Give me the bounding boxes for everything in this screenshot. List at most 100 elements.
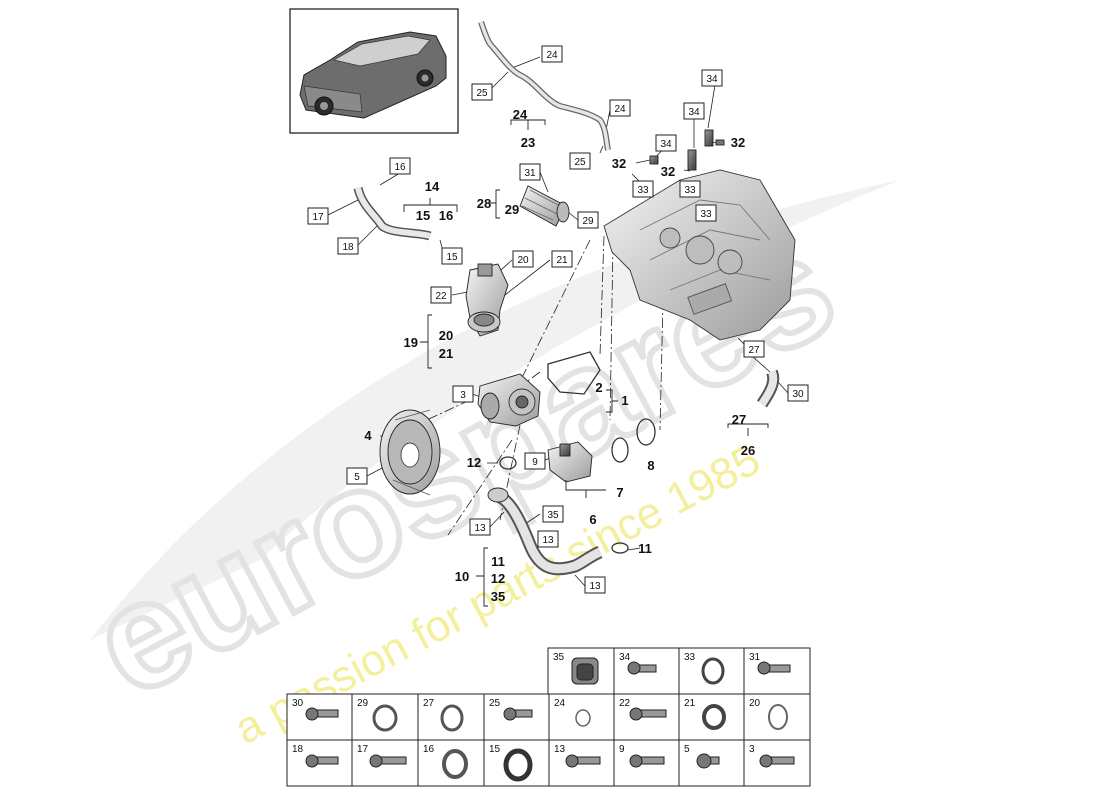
svg-text:13: 13: [589, 581, 601, 592]
table-cell-29: 29: [351, 693, 419, 741]
callout-17: 17: [307, 207, 329, 225]
bolt-icon: [305, 707, 339, 721]
bolt-icon: [759, 754, 795, 768]
callout-20: 20: [512, 250, 534, 268]
o-ring-11: [611, 542, 629, 554]
label-11: 11: [638, 541, 652, 556]
callout-9: 9: [524, 452, 546, 470]
sensor-32-34-c: [649, 155, 659, 165]
table-cell-15: 15: [483, 739, 550, 787]
svg-text:35: 35: [553, 652, 565, 663]
bolt-icon: [757, 661, 791, 675]
svg-text:20: 20: [749, 698, 761, 709]
callout-13: 13: [469, 518, 491, 536]
svg-text:25: 25: [574, 157, 586, 168]
vent-hose-top: [478, 20, 611, 151]
svg-text:3: 3: [460, 390, 466, 401]
label-11: 11: [491, 554, 505, 569]
seal-ring-icon: [442, 749, 468, 779]
thermostat-6: [547, 441, 593, 483]
svg-text:27: 27: [748, 345, 760, 356]
svg-text:9: 9: [619, 744, 625, 755]
callout-33: 33: [679, 180, 701, 198]
callout-35: 35: [542, 505, 564, 523]
parts-table: 35 34 33 31 30 29 27 25 24 22 21 20 18 1…: [286, 647, 811, 787]
label-15: 15: [416, 208, 430, 223]
svg-text:21: 21: [556, 255, 568, 266]
callout-34: 34: [683, 102, 705, 120]
table-cell-18: 18: [286, 739, 353, 787]
seal-ring-icon: [768, 704, 788, 730]
svg-text:33: 33: [684, 185, 696, 196]
callout-15: 15: [441, 247, 463, 265]
svg-text:24: 24: [614, 104, 626, 115]
svg-text:15: 15: [446, 252, 458, 263]
table-cell-35: 35: [547, 647, 615, 695]
table-cell-16: 16: [417, 739, 485, 787]
svg-text:30: 30: [292, 698, 304, 709]
bolt-icon: [696, 753, 720, 769]
bushing-icon: [571, 657, 599, 685]
table-cell-9: 9: [613, 739, 680, 787]
table-cell-3: 3: [743, 739, 811, 787]
label-8: 8: [647, 458, 654, 473]
bolt-icon: [369, 754, 407, 768]
label-16: 16: [439, 208, 453, 223]
bolt-icon: [629, 707, 667, 721]
svg-text:20: 20: [517, 255, 529, 266]
bolt-icon: [305, 754, 339, 768]
gasket-2: [547, 351, 601, 395]
callout-22: 22: [430, 286, 452, 304]
label-6: 6: [589, 512, 596, 527]
table-cell-5: 5: [678, 739, 745, 787]
svg-text:35: 35: [547, 510, 559, 521]
label-23: 23: [521, 135, 535, 150]
label-26: 26: [741, 443, 755, 458]
o-ring-icon: [575, 709, 591, 727]
label-1: 1: [621, 393, 628, 408]
table-cell-27: 27: [417, 693, 485, 741]
label-32: 32: [661, 164, 675, 179]
svg-text:33: 33: [637, 185, 649, 196]
svg-text:18: 18: [292, 744, 304, 755]
callout-24: 24: [609, 99, 631, 117]
svg-text:34: 34: [619, 652, 631, 663]
svg-text:18: 18: [342, 242, 354, 253]
callout-13: 13: [537, 530, 559, 548]
label-7: 7: [616, 485, 623, 500]
svg-text:24: 24: [554, 698, 566, 709]
pulley-4: [379, 409, 441, 496]
svg-text:22: 22: [619, 698, 631, 709]
engine-block: [603, 169, 796, 341]
svg-text:17: 17: [357, 744, 369, 755]
label-29: 29: [505, 202, 519, 217]
label-28: 28: [477, 196, 491, 211]
o-ring-7: [611, 437, 629, 463]
suv-illustration: [299, 31, 447, 119]
table-cell-20: 20: [743, 693, 811, 741]
group-labels: 24 23 32 32 32 14 15 16 28 29 19 20 21 2…: [364, 107, 755, 604]
seal-ring-icon: [372, 704, 398, 732]
table-cell-25: 25: [483, 693, 550, 741]
svg-text:29: 29: [582, 216, 594, 227]
callout-5: 5: [346, 467, 368, 485]
table-cell-21: 21: [678, 693, 745, 741]
label-32: 32: [731, 135, 745, 150]
vehicle-thumbnail: [289, 8, 459, 134]
table-cell-33: 33: [678, 647, 745, 695]
callout-16: 16: [389, 157, 411, 175]
svg-text:34: 34: [706, 74, 718, 85]
callout-25: 25: [569, 152, 591, 170]
callout-3: 3: [452, 385, 474, 403]
svg-text:3: 3: [749, 744, 755, 755]
label-20: 20: [439, 328, 453, 343]
svg-text:31: 31: [524, 168, 536, 179]
svg-text:29: 29: [357, 698, 369, 709]
callout-27: 27: [743, 340, 765, 358]
svg-text:5: 5: [684, 744, 690, 755]
svg-text:16: 16: [394, 162, 406, 173]
callout-29: 29: [577, 211, 599, 229]
callout-21: 21: [551, 250, 573, 268]
label-4: 4: [364, 428, 372, 443]
